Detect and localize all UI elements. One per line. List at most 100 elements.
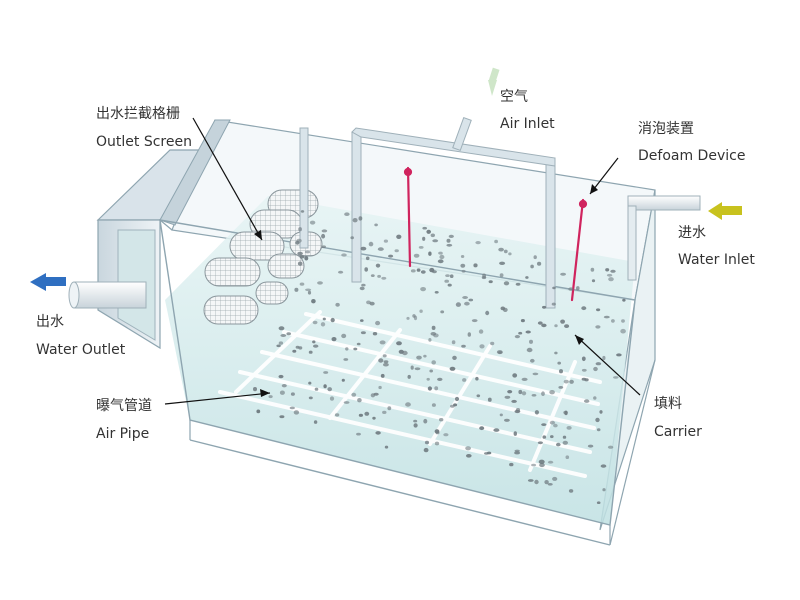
carrier-particle xyxy=(498,247,504,252)
carrier-label-cn: 填料 xyxy=(654,396,682,412)
carrier-particle xyxy=(416,268,421,272)
carrier-particle xyxy=(514,451,521,455)
carrier-particle xyxy=(433,333,439,338)
carrier-particle xyxy=(605,268,610,272)
carrier-particle xyxy=(445,274,450,277)
carrier-particle xyxy=(461,344,466,348)
carrier-particle xyxy=(358,216,363,221)
carrier-particle xyxy=(595,417,600,423)
carrier-particle xyxy=(329,396,335,401)
carrier-particle xyxy=(384,445,389,449)
carrier-particle xyxy=(599,410,603,414)
carrier-particle xyxy=(407,374,411,379)
water-outlet-label-en: Water Outlet xyxy=(36,342,126,358)
carrier-particle xyxy=(423,418,428,424)
carrier-particle xyxy=(487,397,492,402)
carrier-particle xyxy=(351,392,357,397)
carrier-particle xyxy=(568,287,574,291)
carrier-particle xyxy=(595,325,601,329)
carrier-particle xyxy=(600,464,607,468)
carrier-particle xyxy=(370,393,376,398)
carrier-particle xyxy=(429,369,434,373)
carrier-particle xyxy=(443,433,449,437)
carrier-particle xyxy=(341,253,347,257)
carrier-particle xyxy=(430,233,435,238)
carrier-particle xyxy=(313,420,318,424)
carrier-particle xyxy=(465,446,471,451)
carrier-particle xyxy=(360,246,367,251)
carrier-particle xyxy=(383,360,389,364)
carrier-particle xyxy=(413,315,418,321)
carrier-particle xyxy=(533,255,537,260)
carrier-particle xyxy=(584,399,590,403)
carrier-particle xyxy=(344,212,350,216)
carrier-particle xyxy=(554,324,558,328)
carrier-particle xyxy=(268,395,273,399)
carrier-particle xyxy=(378,385,382,390)
carrier-particle xyxy=(531,394,537,397)
carrier-particle xyxy=(460,263,466,268)
carrier-particle xyxy=(504,395,511,399)
carrier-particle xyxy=(278,374,284,379)
carrier-particle xyxy=(616,353,622,357)
carrier-particle xyxy=(432,239,439,243)
carrier-particle xyxy=(550,435,554,439)
carrier-particle xyxy=(542,435,547,439)
carrier-particle xyxy=(452,355,457,360)
carrier-particle xyxy=(450,404,455,408)
carrier-particle xyxy=(317,281,323,285)
screen-cylinder xyxy=(203,295,259,325)
carrier-particle xyxy=(374,223,378,227)
carrier-particle xyxy=(357,398,362,403)
carrier-particle xyxy=(379,340,386,345)
water-outlet-pipe xyxy=(68,281,147,309)
carrier-particle xyxy=(422,226,428,230)
carrier-particle xyxy=(420,270,426,274)
carrier-particle xyxy=(314,387,319,391)
carrier-particle xyxy=(382,354,387,358)
carrier-particle xyxy=(503,249,508,254)
carrier-particle xyxy=(559,369,563,374)
screen-cylinder xyxy=(267,253,305,279)
carrier-particle xyxy=(537,261,542,266)
carrier-particle xyxy=(360,331,366,335)
carrier-particle xyxy=(383,362,389,367)
carrier-particle xyxy=(593,396,597,400)
carrier-particle xyxy=(603,315,610,319)
carrier-particle xyxy=(330,317,335,323)
carrier-particle xyxy=(532,372,539,376)
carrier-particle xyxy=(431,403,436,407)
carrier-particle xyxy=(394,249,399,253)
carrier-particle xyxy=(343,358,349,361)
carrier-particle xyxy=(547,483,553,486)
carrier-particle xyxy=(537,441,544,445)
carrier-particle xyxy=(530,358,535,363)
carrier-particle xyxy=(611,319,615,323)
carrier-particle xyxy=(375,431,381,435)
carrier-particle xyxy=(544,480,549,485)
carrier-particle xyxy=(286,332,292,336)
carrier-particle xyxy=(560,319,565,324)
carrier-particle xyxy=(446,243,453,247)
carrier-particle xyxy=(534,410,540,415)
carrier-particle xyxy=(444,279,450,283)
carrier-particle xyxy=(312,340,316,344)
carrier-particle xyxy=(356,432,361,436)
carrier-particle xyxy=(431,360,437,365)
air-inlet-label-cn: 空气 xyxy=(500,89,528,105)
carrier-particle xyxy=(321,233,326,239)
carrier-particles xyxy=(253,210,626,505)
carrier-particle xyxy=(590,267,595,272)
carrier-particle xyxy=(308,381,312,385)
carrier-particle xyxy=(568,489,574,493)
carrier-particle xyxy=(313,344,319,348)
water-inlet-arrow xyxy=(708,202,742,220)
air-header-pipes xyxy=(299,116,556,309)
carrier-particle xyxy=(253,387,257,392)
carrier-particle xyxy=(596,428,601,432)
outlet-screens xyxy=(203,189,323,325)
carrier-particle xyxy=(525,330,531,334)
carrier-particle xyxy=(416,355,422,360)
